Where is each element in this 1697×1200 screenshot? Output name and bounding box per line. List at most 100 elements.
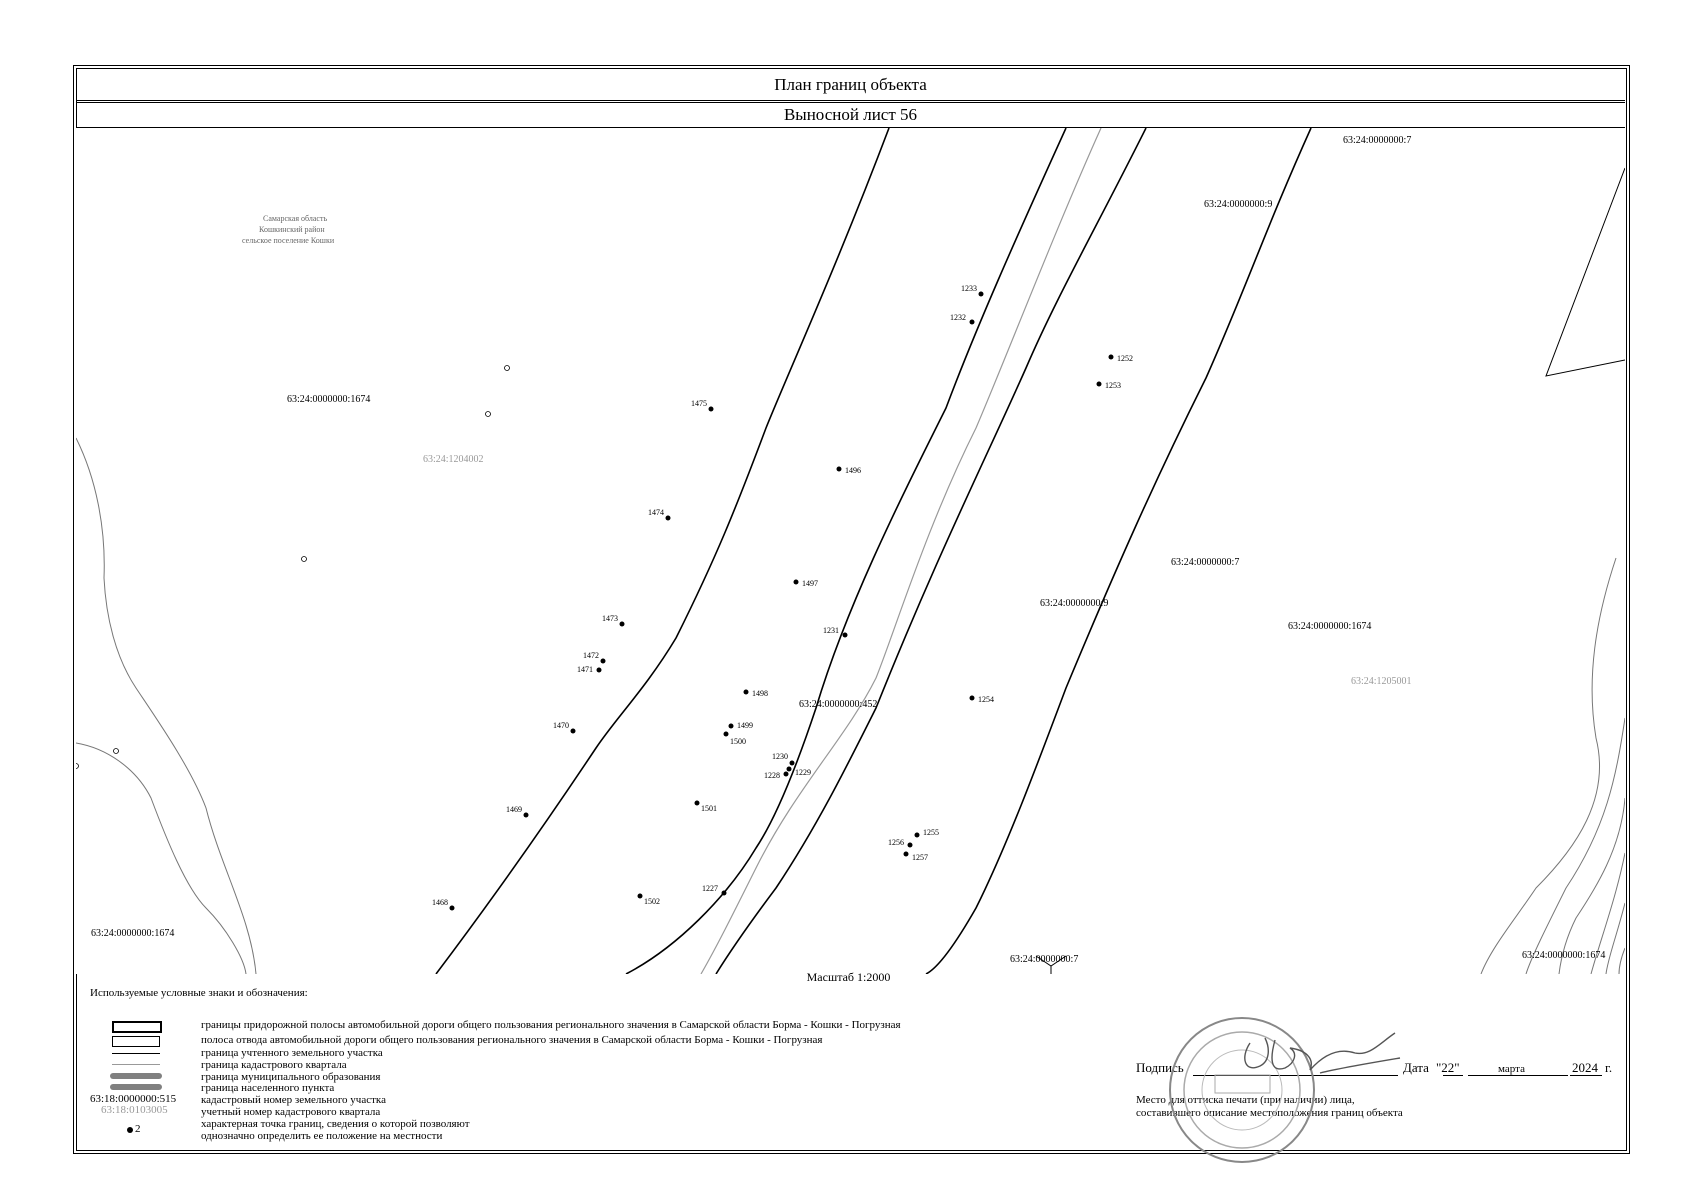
- boundary-point-label: 1231: [823, 626, 839, 635]
- legend-item: кадастровый номер земельного участка: [201, 1094, 386, 1106]
- markers: [76, 365, 510, 769]
- legend-symbol-right-of-way: [112, 1036, 160, 1047]
- boundary-point: [619, 621, 625, 627]
- boundary-point: [723, 731, 729, 737]
- boundary-point: [637, 893, 643, 899]
- date-month-line: [1468, 1075, 1568, 1076]
- date-month: марта: [1498, 1063, 1525, 1075]
- parcel-label: 63:24:0000000:1674: [1522, 950, 1605, 961]
- parcel-label: 63:24:0000000:452: [799, 699, 877, 710]
- legend-symbol-quarter: [112, 1064, 160, 1065]
- date-year-suffix: г.: [1605, 1060, 1613, 1075]
- strip-boundaries: [435, 128, 1312, 974]
- boundary-point: [978, 291, 984, 297]
- boundary-point-label: 1257: [912, 853, 928, 862]
- boundary-point: [793, 579, 799, 585]
- legend-title: Используемые условные знаки и обозначени…: [90, 987, 308, 999]
- region-line-3: сельское поселение Кошки: [242, 236, 335, 245]
- legend-symbol-municipality: [110, 1073, 162, 1079]
- boundary-point: [786, 766, 792, 772]
- scale-label: Масштаб 1:2000: [806, 970, 891, 984]
- legend-item: граница населенного пункта: [201, 1082, 335, 1094]
- boundary-point: [570, 728, 576, 734]
- boundary-point-label: 1472: [583, 651, 599, 660]
- boundary-point-label: 1497: [802, 579, 818, 588]
- stamp-seal: [1169, 1017, 1315, 1163]
- region-line-1: Самарская область: [263, 214, 327, 223]
- handwritten-signature: [1244, 1032, 1401, 1074]
- boundary-point-label: 1500: [730, 737, 746, 746]
- boundary-point: [665, 515, 671, 521]
- boundary-point-label: 1232: [950, 313, 966, 322]
- legend-sample-parcel: 63:18:0000000:515: [90, 1093, 177, 1105]
- boundary-point-label: 1475: [691, 399, 707, 408]
- boundary-point-label: 1233: [961, 284, 977, 293]
- boundary-point-label: 1471: [577, 665, 593, 674]
- boundary-points: 1468146914701471147214731474147514961497…: [432, 284, 1133, 911]
- boundary-point-label: 1252: [1117, 354, 1133, 363]
- legend-item: граница кадастрового квартала: [201, 1059, 347, 1071]
- stamp-note-2: составившего описание местоположения гра…: [1136, 1107, 1403, 1119]
- boundary-point: [969, 695, 975, 701]
- legend-item: характерная точка границ, сведения о кот…: [201, 1118, 470, 1130]
- road-axis: [700, 128, 1102, 974]
- boundary-point-label: 1229: [795, 768, 811, 777]
- legend-item: граница учтенного земельного участка: [201, 1047, 383, 1059]
- boundary-point-label: 1227: [702, 884, 718, 893]
- boundary-point: [523, 812, 529, 818]
- boundary-point: [789, 760, 795, 766]
- boundary-point-label: 1498: [752, 689, 768, 698]
- boundary-point: [903, 851, 909, 857]
- parcel-label: 63:24:0000000:1674: [91, 928, 174, 939]
- legend-item: учетный номер кадастрового квартала: [201, 1106, 381, 1118]
- boundary-point: [708, 406, 714, 412]
- boundary-point: [743, 689, 749, 695]
- legend-sample-point: 2: [135, 1123, 141, 1135]
- legend-symbol-point: [127, 1127, 133, 1133]
- legend-symbol-settlement: [110, 1084, 162, 1090]
- legend-item: однозначно определить ее положение на ме…: [201, 1130, 443, 1142]
- boundary-point-label: 1469: [506, 805, 522, 814]
- boundary-point-label: 1474: [648, 508, 664, 517]
- date-day-line: [1443, 1075, 1463, 1076]
- boundary-map[interactable]: 1468146914701471147214731474147514961497…: [76, 128, 1625, 974]
- boundary-point-label: 1470: [553, 721, 569, 730]
- parcel-edge: [1545, 167, 1625, 377]
- boundary-point: [728, 723, 734, 729]
- boundary-point-label: 1254: [978, 695, 994, 704]
- boundary-point: [596, 667, 602, 673]
- boundary-point: [914, 832, 920, 838]
- legend-symbol-strip: [112, 1021, 162, 1033]
- boundary-point-label: 1255: [923, 828, 939, 837]
- boundary-point-label: 1230: [772, 752, 788, 761]
- legend-item: полоса отвода автомобильной дороги общег…: [201, 1034, 823, 1046]
- date-year-line: [1570, 1075, 1602, 1076]
- parcel-label: 63:24:0000000:9: [1040, 598, 1108, 609]
- parcel-label: 63:24:0000000:7: [1171, 557, 1239, 568]
- boundary-point-label: 1501: [701, 804, 717, 813]
- boundary-point: [1096, 381, 1102, 387]
- parcel-label: 63:24:0000000:1674: [287, 394, 370, 405]
- page-subtitle: Выносной лист 56: [76, 102, 1625, 128]
- quarter-boundaries: [76, 437, 1625, 974]
- legend-item: границы придорожной полосы автомобильной…: [201, 1019, 901, 1031]
- parcel-label: 63:24:0000000:7: [1343, 135, 1411, 146]
- boundary-point-label: 1496: [845, 466, 861, 475]
- boundary-point: [842, 632, 848, 638]
- quarter-label: 63:24:1204002: [423, 454, 484, 465]
- parcel-label: 63:24:0000000:7: [1010, 954, 1078, 965]
- signature-line[interactable]: [1193, 1075, 1398, 1076]
- boundary-point: [1108, 354, 1114, 360]
- boundary-point-label: 1228: [764, 771, 780, 780]
- boundary-point-label: 1499: [737, 721, 753, 730]
- boundary-point: [907, 842, 913, 848]
- parcel-edge: [1035, 955, 1067, 974]
- boundary-point: [783, 771, 789, 777]
- boundary-point-label: 1502: [644, 897, 660, 906]
- parcel-label: 63:24:0000000:9: [1204, 199, 1272, 210]
- boundary-point-label: 1468: [432, 898, 448, 907]
- boundary-point: [969, 319, 975, 325]
- boundary-point: [600, 658, 606, 664]
- date-label: Дата: [1403, 1060, 1429, 1075]
- page-title: План границ объекта: [76, 69, 1625, 101]
